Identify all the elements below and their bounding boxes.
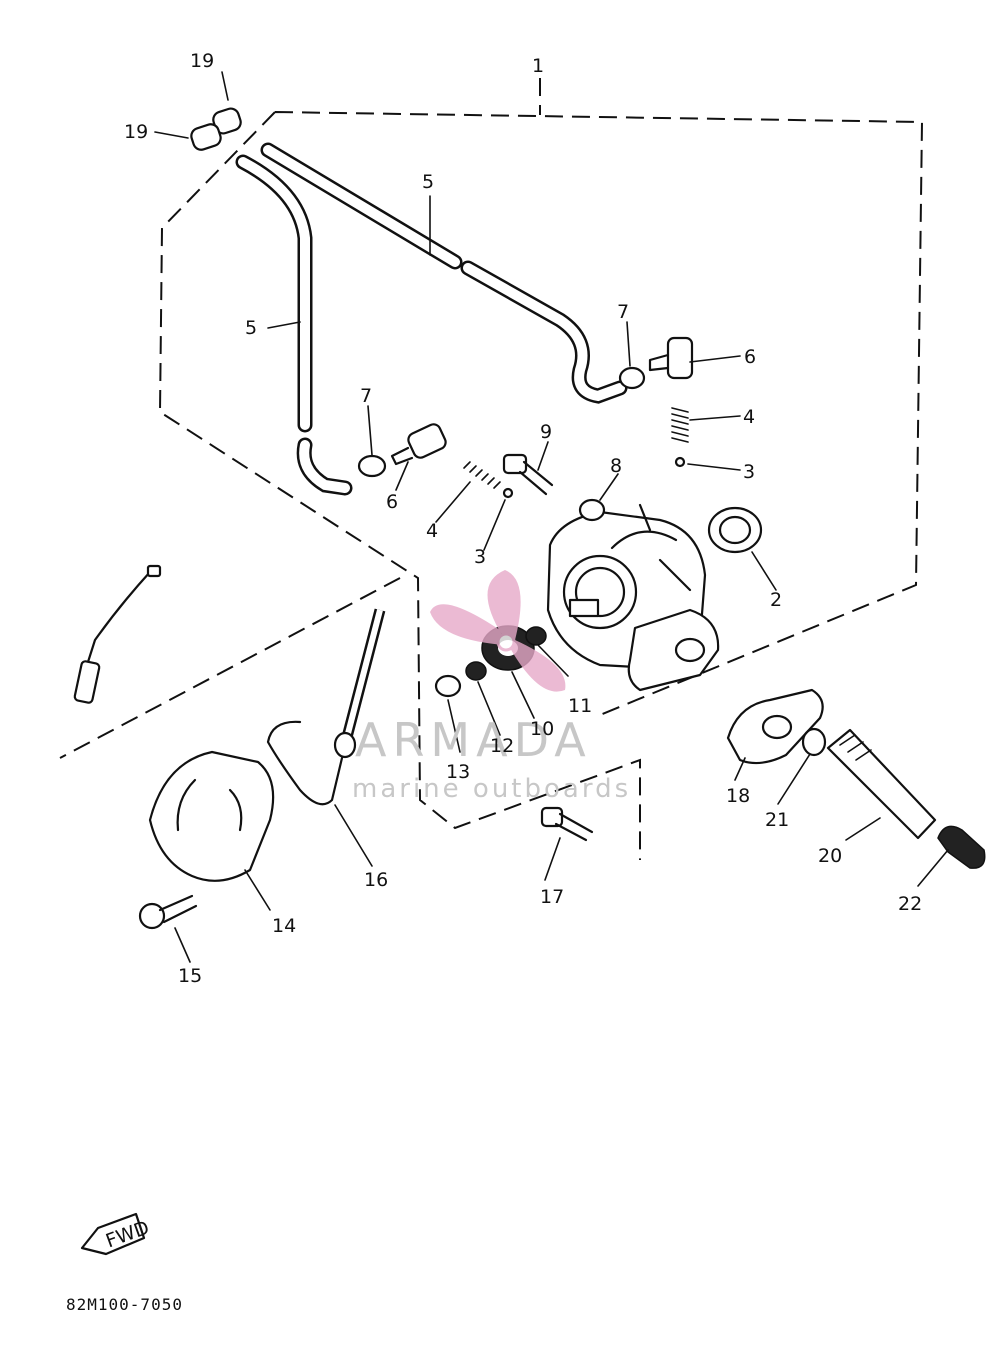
part-label-11: 11 [568, 695, 592, 717]
nut-13 [434, 674, 462, 698]
watermark-subtitle: marine outboards [352, 774, 631, 804]
part-label-4: 4 [743, 406, 755, 428]
part-label-5: 5 [422, 171, 434, 193]
screw-9 [502, 453, 554, 496]
part-label-1: 1 [532, 55, 544, 77]
diagram-code: 82M100-7050 [66, 1295, 183, 1314]
elbow-fitting-right [648, 336, 694, 380]
part-label-3: 3 [474, 546, 486, 568]
fwd-arrow-icon: FWD [80, 1212, 152, 1256]
part-label-9: 9 [540, 421, 552, 443]
part-label-18: 18 [726, 785, 750, 807]
check-valve-ball-right [674, 456, 686, 468]
fuel-hose-left [235, 154, 353, 496]
part-label-19: 19 [124, 121, 148, 143]
check-valve-spring-right [671, 407, 689, 443]
pump-fitting-8 [578, 498, 606, 522]
drive-shaft-20 [826, 728, 937, 840]
part-label-4: 4 [426, 520, 438, 542]
part-label-2: 2 [770, 589, 782, 611]
propeller-logo-icon [430, 570, 566, 692]
fwd-label: FWD [103, 1217, 152, 1253]
hose-clip-lower [190, 123, 222, 151]
hose-clamp-right [618, 366, 646, 390]
part-label-14: 14 [272, 915, 296, 937]
part-label-10: 10 [530, 718, 554, 740]
part-labels: 1233445566778910111213141516171819192021… [124, 50, 922, 987]
watermark-title: ARMADA [355, 713, 592, 767]
part-label-6: 6 [386, 491, 398, 513]
part-label-3: 3 [743, 461, 755, 483]
part-label-16: 16 [364, 869, 388, 891]
part-label-6: 6 [744, 346, 756, 368]
part-label-17: 17 [540, 886, 564, 908]
part-label-8: 8 [610, 455, 622, 477]
check-valve-ball-left [502, 487, 514, 499]
bolt-15 [138, 894, 198, 930]
part-label-12: 12 [490, 735, 514, 757]
fuel-hose-upper [260, 142, 628, 404]
check-valve-spring-left [463, 461, 501, 489]
bolt-17 [540, 806, 594, 842]
part-label-13: 13 [446, 761, 470, 783]
part-label-22: 22 [898, 893, 922, 915]
washer-12 [465, 661, 487, 681]
oil-pump-body [546, 503, 720, 692]
part-label-7: 7 [360, 385, 372, 407]
part-label-15: 15 [178, 965, 202, 987]
armada-watermark: ARMADA marine outboards [352, 570, 631, 804]
part-label-21: 21 [765, 809, 789, 831]
assembly-boundary [59, 78, 924, 860]
part-label-5: 5 [245, 317, 257, 339]
part-label-20: 20 [818, 845, 842, 867]
part-label-7: 7 [617, 301, 629, 323]
leader-lines [154, 71, 949, 963]
part-label-19: 19 [190, 50, 214, 72]
sensor-lead [73, 564, 162, 704]
hose-clamp-left [357, 454, 387, 478]
pump-cover-14 [148, 750, 275, 882]
o-ring-21 [801, 727, 827, 757]
bushing-22 [937, 825, 986, 869]
oil-seal-2 [707, 506, 763, 554]
oil-line-16 [266, 608, 386, 806]
gasket-18 [726, 688, 824, 765]
elbow-fitting-left [390, 423, 447, 466]
washer-11 [525, 626, 547, 646]
